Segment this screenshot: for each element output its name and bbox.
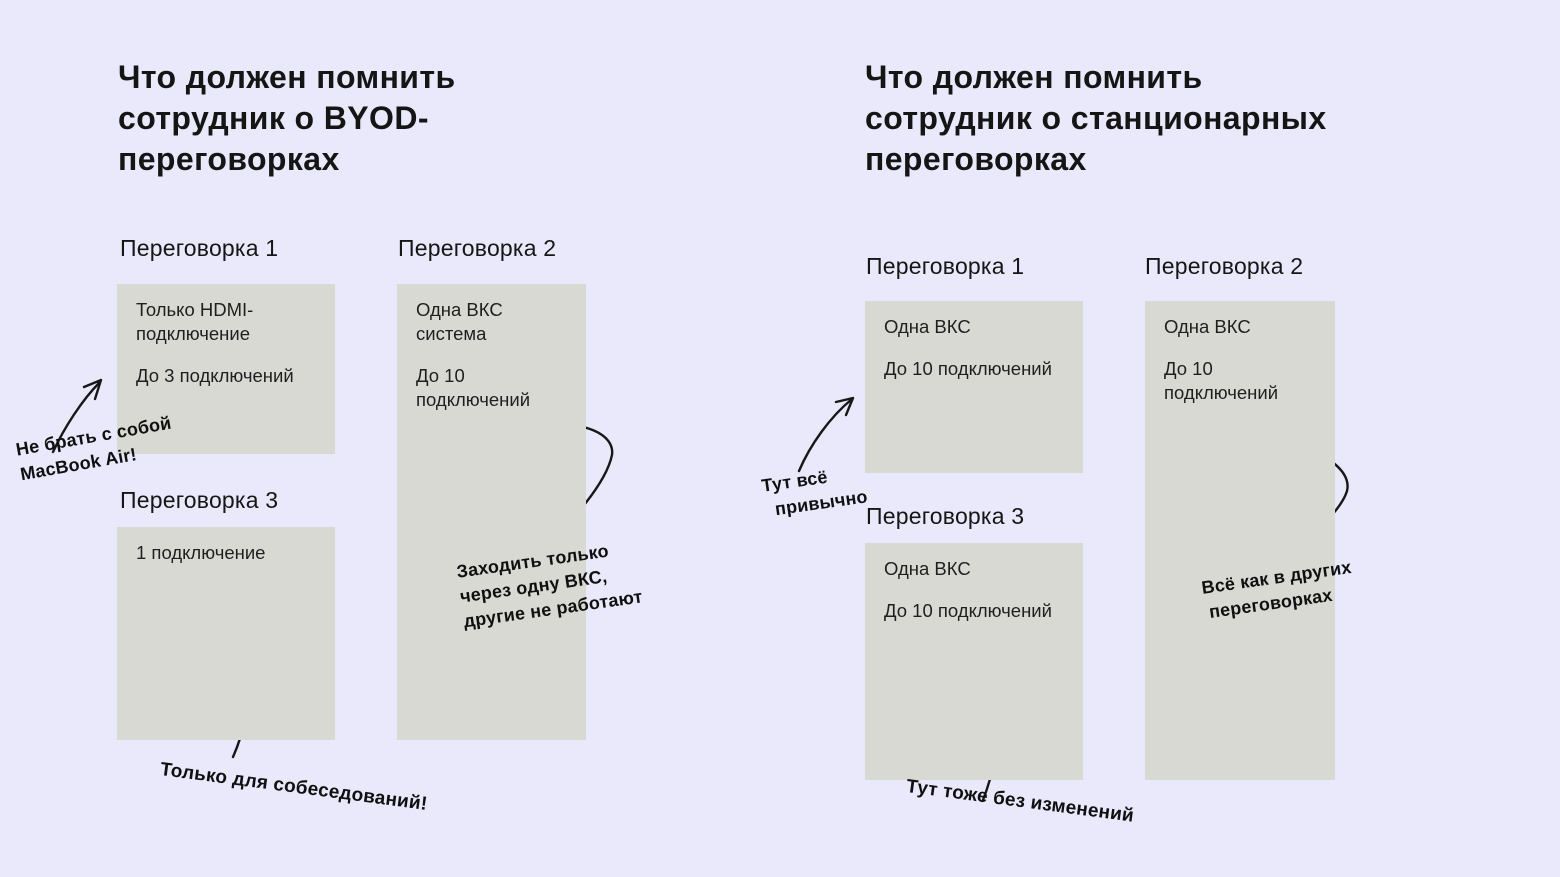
note-line: Тут тоже без изменений <box>904 775 1136 827</box>
note-no-changes: Тут тоже без изменений <box>905 774 1136 829</box>
room-card-text: До 10 подключений <box>884 358 1052 379</box>
room-card-fixed-3: Одна ВКС До 10 подключений <box>865 543 1083 780</box>
room-card-text: Только HDMI-подключение <box>136 299 254 344</box>
room-card-text: До 10 подключений <box>884 600 1052 621</box>
room-card-fixed-2: Одна ВКС До 10 подключений <box>1145 301 1335 780</box>
byod-title: Что должен помнить сотрудник о BYOD- пер… <box>118 57 456 180</box>
room-card-fixed-1: Одна ВКС До 10 подключений <box>865 301 1083 473</box>
room-card-text: 1 подключение <box>136 542 266 563</box>
title-line: Что должен помнить <box>865 59 1203 95</box>
stationary-title: Что должен помнить сотрудник о станциона… <box>865 57 1327 180</box>
room-label-byod-1: Переговорка 1 <box>120 235 279 261</box>
room-label-fixed-2: Переговорка 2 <box>1145 253 1304 279</box>
room-card-byod-3: 1 подключение <box>117 527 335 740</box>
room-label-byod-3: Переговорка 3 <box>120 487 279 513</box>
title-line: сотрудник о станционарных <box>865 100 1327 136</box>
title-line: сотрудник о BYOD- <box>118 100 429 136</box>
title-line: Что должен помнить <box>118 59 456 95</box>
room-card-byod-2: Одна ВКС система До 10 подключений <box>397 284 586 740</box>
room-card-text: Одна ВКС <box>1164 316 1251 337</box>
title-line: переговорках <box>865 141 1087 177</box>
room-card-byod-1: Только HDMI-подключение До 3 подключений <box>117 284 335 454</box>
room-card-text: До 3 подключений <box>136 365 294 386</box>
room-label-fixed-1: Переговорка 1 <box>866 253 1025 279</box>
room-card-text: Одна ВКС <box>884 316 971 337</box>
title-line: переговорках <box>118 141 340 177</box>
room-card-text: Одна ВКС <box>884 558 971 579</box>
note-all-familiar: Тут всё привычно <box>760 460 869 524</box>
room-label-fixed-3: Переговорка 3 <box>866 503 1025 529</box>
room-card-text: До 10 подключений <box>416 365 531 410</box>
room-card-text: Одна ВКС система <box>416 299 503 344</box>
room-card-text: До 10 подключений <box>1164 358 1279 403</box>
room-label-byod-2: Переговорка 2 <box>398 235 557 261</box>
